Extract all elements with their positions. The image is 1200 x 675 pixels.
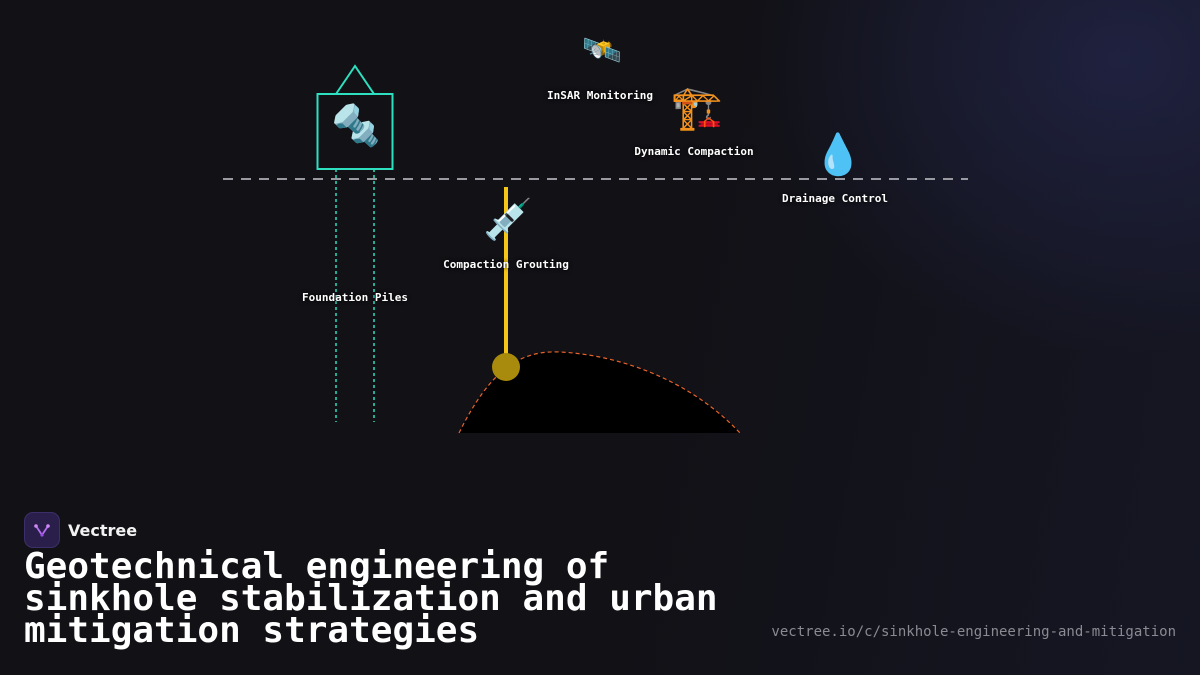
construction-crane-icon: 🏗️ xyxy=(670,83,724,132)
water-droplet-icon: 💧 xyxy=(813,132,863,178)
brand-name: Vectree xyxy=(68,520,138,540)
pile-cap-roof xyxy=(334,64,376,95)
grout-bulb xyxy=(492,353,520,381)
vectree-logo-icon xyxy=(24,512,60,548)
insar-monitoring-label: InSAR Monitoring xyxy=(547,89,653,102)
syringe-icon: 💉 xyxy=(483,197,533,243)
page-title: Geotechnical engineering of sinkhole sta… xyxy=(24,546,718,651)
drainage-control-label: Drainage Control xyxy=(782,192,888,205)
brand[interactable]: Vectree xyxy=(24,512,137,548)
compaction-grouting-label: Compaction Grouting xyxy=(443,258,569,271)
pile-cap xyxy=(316,93,394,170)
foundation-piles-label: Foundation Piles xyxy=(302,291,408,304)
source-url[interactable]: vectree.io/c/sinkhole-engineering-and-mi… xyxy=(771,624,1176,640)
sinkhole-void xyxy=(459,351,740,433)
nut-and-bolt-icon: 🔩 xyxy=(331,103,381,149)
sinkhole-void-outline xyxy=(458,351,741,434)
dynamic-compaction-label: Dynamic Compaction xyxy=(634,145,754,158)
satellite-icon: 🛰️ xyxy=(582,31,622,69)
